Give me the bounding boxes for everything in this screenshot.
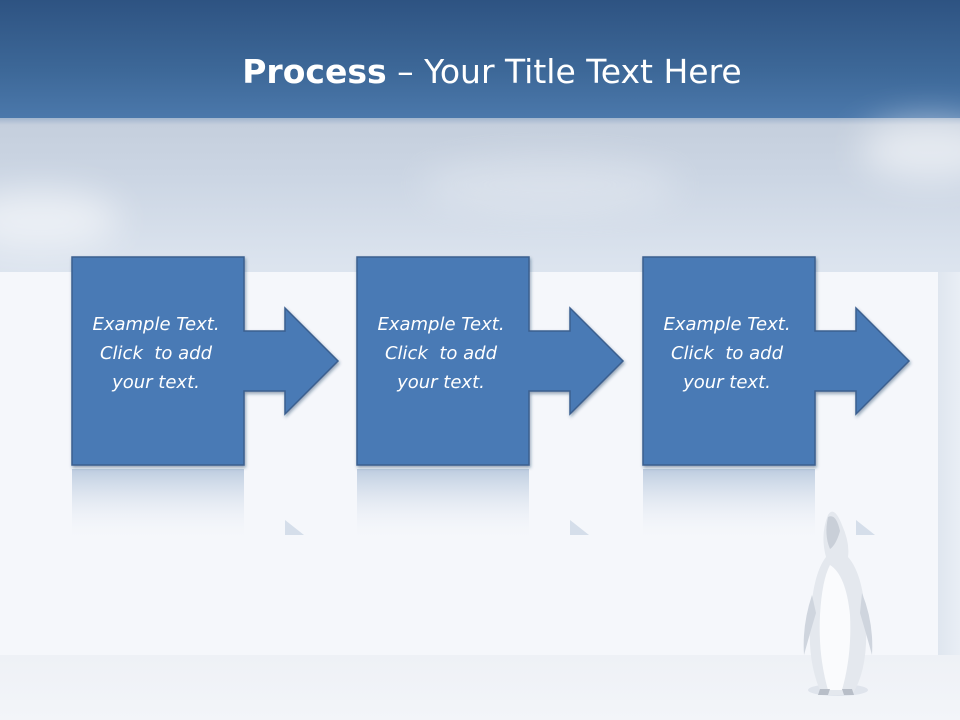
header-band [0, 0, 960, 118]
cloud [420, 160, 680, 210]
step-text-line: Example Text. [377, 314, 505, 335]
step-text-line: Click to add [670, 343, 783, 364]
step-reflection [72, 469, 244, 541]
process-step-text-2[interactable]: Example Text. Click to add your text. [355, 310, 527, 397]
process-step-text-3[interactable]: Example Text. Click to add your text. [641, 310, 813, 397]
slide-title[interactable]: Process – Your Title Text Here [0, 52, 960, 91]
title-bold: Process [242, 52, 387, 91]
process-step-arrow-3[interactable] [642, 256, 911, 466]
process-step-text-1[interactable]: Example Text. Click to add your text. [70, 310, 242, 397]
step-text-line: your text. [683, 372, 771, 393]
step-text-line: your text. [397, 372, 485, 393]
snow-ground [0, 655, 960, 720]
step-text-line: your text. [112, 372, 200, 393]
step-text-line: Click to add [99, 343, 212, 364]
step-text-line: Click to add [384, 343, 497, 364]
title-rest: – Your Title Text Here [386, 52, 742, 91]
step-reflection [643, 469, 815, 541]
step-reflection [357, 469, 529, 541]
step-reflection-tip [285, 520, 304, 535]
step-text-line: Example Text. [663, 314, 791, 335]
step-reflection-tip [856, 520, 875, 535]
panel-edge [938, 272, 960, 672]
step-reflection-tip [570, 520, 589, 535]
step-text-line: Example Text. [92, 314, 220, 335]
process-step-arrow-2[interactable] [356, 256, 625, 466]
process-step-arrow-1[interactable] [71, 256, 340, 466]
penguin-image [803, 511, 873, 696]
